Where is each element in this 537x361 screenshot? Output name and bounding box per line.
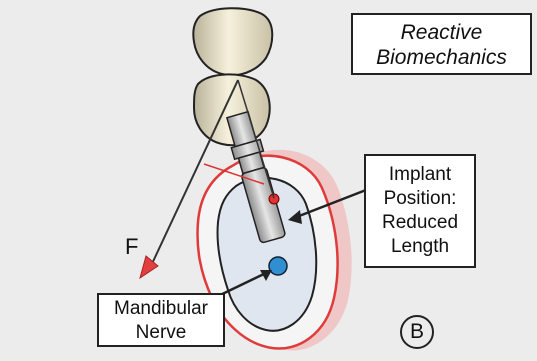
force-arrowhead — [140, 256, 158, 278]
nerve-label-line-1: Mandibular — [99, 297, 223, 321]
nerve-label-line-2: Nerve — [99, 321, 223, 345]
force-label: F — [125, 234, 138, 260]
diagram-title: Reactive Biomechanics — [351, 13, 532, 75]
implant-label-line-1: Implant — [366, 163, 474, 187]
panel-letter-badge: B — [400, 315, 434, 349]
title-line-1: Reactive — [353, 20, 530, 45]
implant-position-label: Implant Position: Reduced Length — [364, 154, 476, 268]
implant-label-line-2: Position: — [366, 187, 474, 211]
upper-tooth — [193, 8, 272, 75]
implant-label-line-4: Length — [366, 235, 474, 259]
implant-label-line-3: Reduced — [366, 211, 474, 235]
mandibular-nerve-label: Mandibular Nerve — [97, 293, 225, 347]
mandibular-nerve-dot — [269, 257, 287, 275]
title-line-2: Biomechanics — [353, 45, 530, 70]
